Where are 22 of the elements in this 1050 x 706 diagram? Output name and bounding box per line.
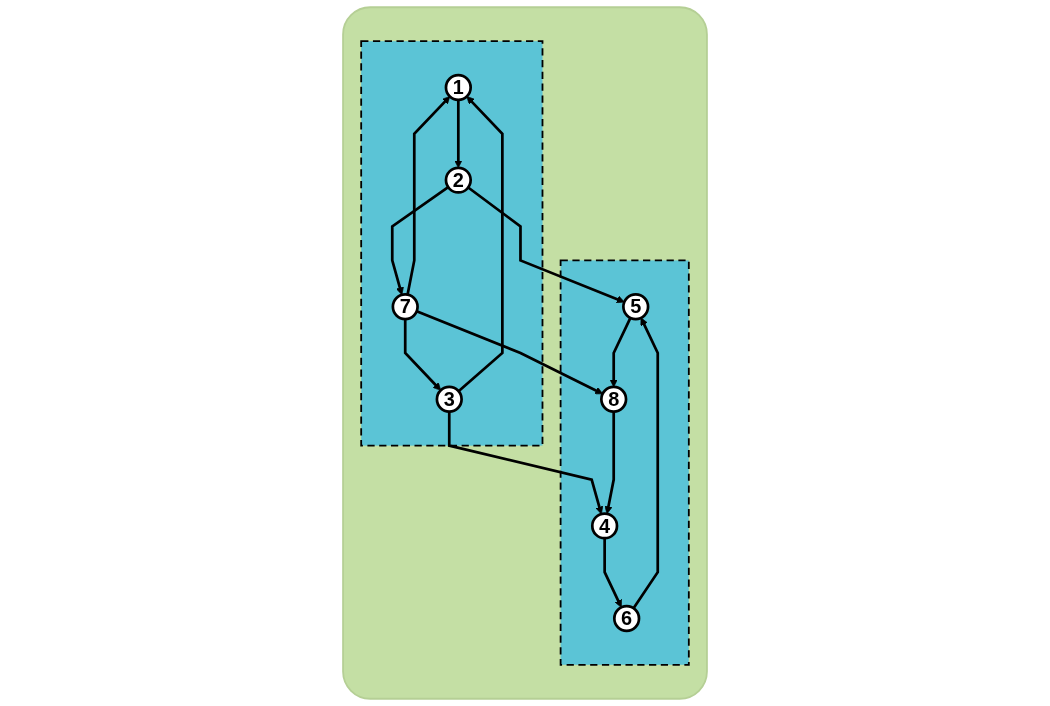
- arrow: [467, 186, 625, 304]
- arrow: [416, 310, 603, 395]
- node-circle: 6: [612, 604, 641, 633]
- node-circle: 4: [590, 512, 619, 540]
- arrow: [609, 317, 632, 388]
- arrow: [406, 96, 451, 295]
- arrow: [457, 96, 504, 393]
- node-circle: 1: [444, 73, 473, 102]
- arrow: [604, 411, 616, 515]
- cluster: [342, 6, 708, 700]
- node-circle: 7: [391, 293, 419, 321]
- node-circle: 8: [600, 385, 628, 413]
- node-circle: 5: [622, 293, 650, 321]
- arrow: [603, 538, 622, 608]
- arrow: [632, 317, 660, 609]
- arrow: [403, 319, 442, 391]
- node-circle: 3: [435, 385, 463, 413]
- node-circle: 2: [444, 166, 473, 194]
- arrow: [390, 186, 449, 296]
- cluster: [559, 259, 690, 666]
- arrow: [447, 411, 604, 515]
- cluster: [360, 40, 544, 447]
